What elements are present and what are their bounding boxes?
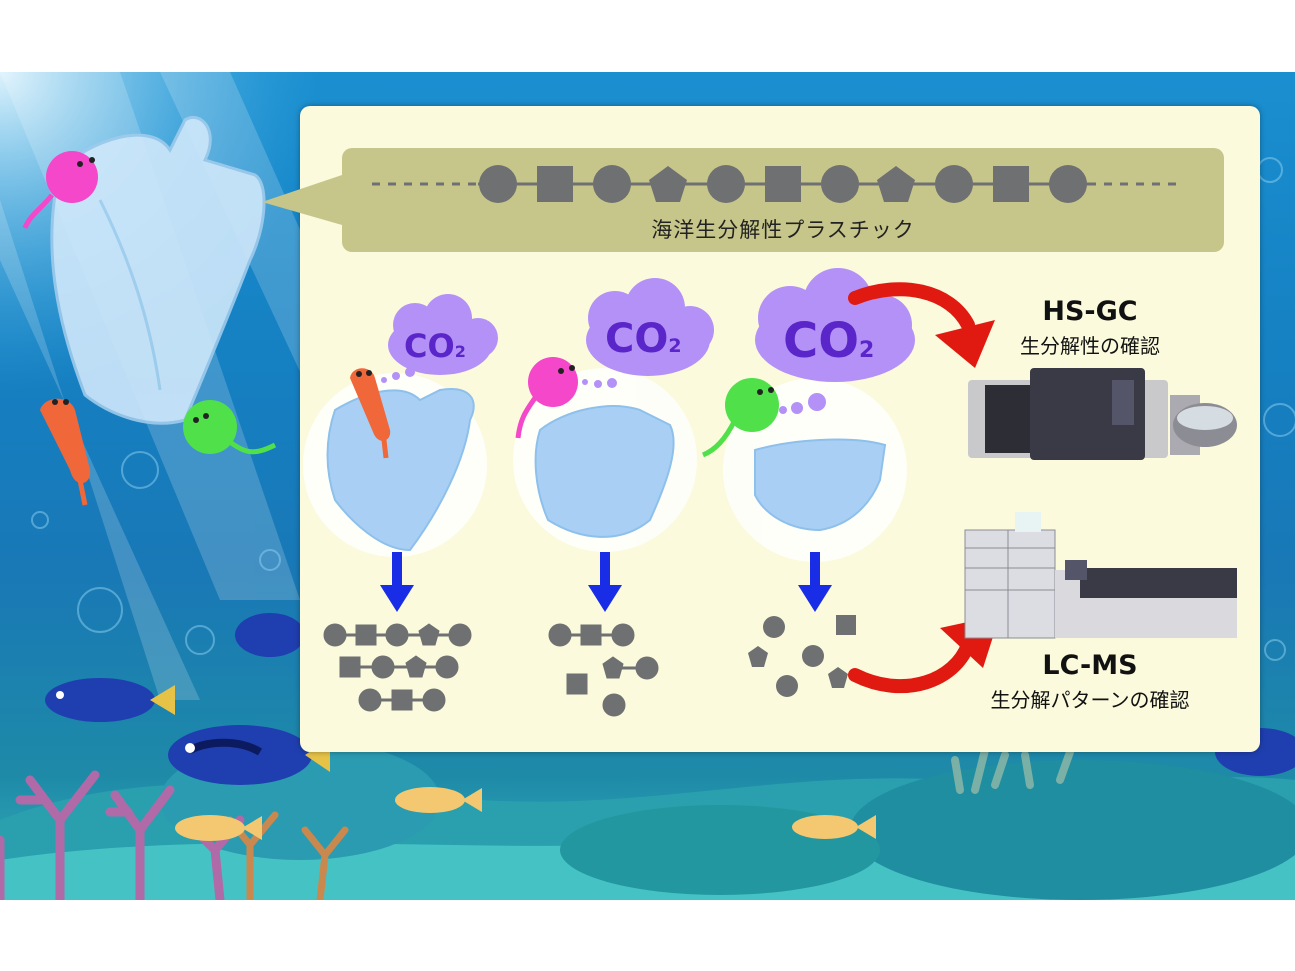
microbe-icon [40,398,91,506]
co2-main: CO [605,316,669,362]
co2-cloud-icon [586,278,714,376]
chain-node-circle [707,165,745,203]
fish-icon [235,613,305,657]
co2-main: CO [783,313,860,369]
plastic-bag-icon [754,438,887,532]
co2-label: CO2 [783,313,874,369]
chain-node-pentagon [649,166,687,202]
polymer-chain [372,165,1182,203]
chain-node-circle [479,165,517,203]
chain-node-square [765,166,801,202]
instrument-icon [968,368,1237,460]
chain-node-circle [935,165,973,203]
co2-main: CO [404,327,455,365]
chain-node-circle [1049,165,1087,203]
fragments-stage-2 [548,623,659,717]
fish-icon [45,678,175,722]
fragments-stage-1 [323,623,472,712]
seabed-rock [850,760,1295,900]
co2-subscript: 2 [859,338,875,363]
microbe-icon [22,151,98,230]
co2-cloud-icon [388,294,498,375]
callout-pointer [262,175,342,225]
plastic-bag-icon [326,388,475,552]
hsgc-title: HS-GC [1042,296,1138,327]
co2-cloud-icon [755,268,915,382]
coral-icon [951,746,1074,794]
chain-node-square [993,166,1029,202]
microbe-icon [515,357,578,439]
co2-label: CO2 [404,327,466,365]
lcms-description: 生分解パターンの確認 [990,688,1190,712]
microbe-icon [350,368,391,459]
red-arrow-to-hsgc [848,282,995,368]
chain-node-pentagon [877,166,915,202]
fragments-stage-3 [748,615,856,697]
chain-node-circle [821,165,859,203]
thought-dots [381,367,826,414]
microbe-icon [183,400,277,455]
co2-subscript: 2 [668,335,682,357]
polymer-label: 海洋生分解性プラスチック [651,218,915,242]
fish-icon [175,787,876,841]
co2-label: CO2 [605,316,682,362]
chain-node-square [537,166,573,202]
lcms-title: LC-MS [1042,650,1138,681]
co2-subscript: 2 [454,342,466,361]
plastic-bag-icon [50,116,266,425]
hsgc-description: 生分解性の確認 [1020,334,1160,358]
chain-node-circle [593,165,631,203]
instrument-icon [964,512,1237,639]
plastic-bag-icon [534,405,675,538]
microbe-icon [701,378,779,458]
down-arrows [380,552,832,612]
